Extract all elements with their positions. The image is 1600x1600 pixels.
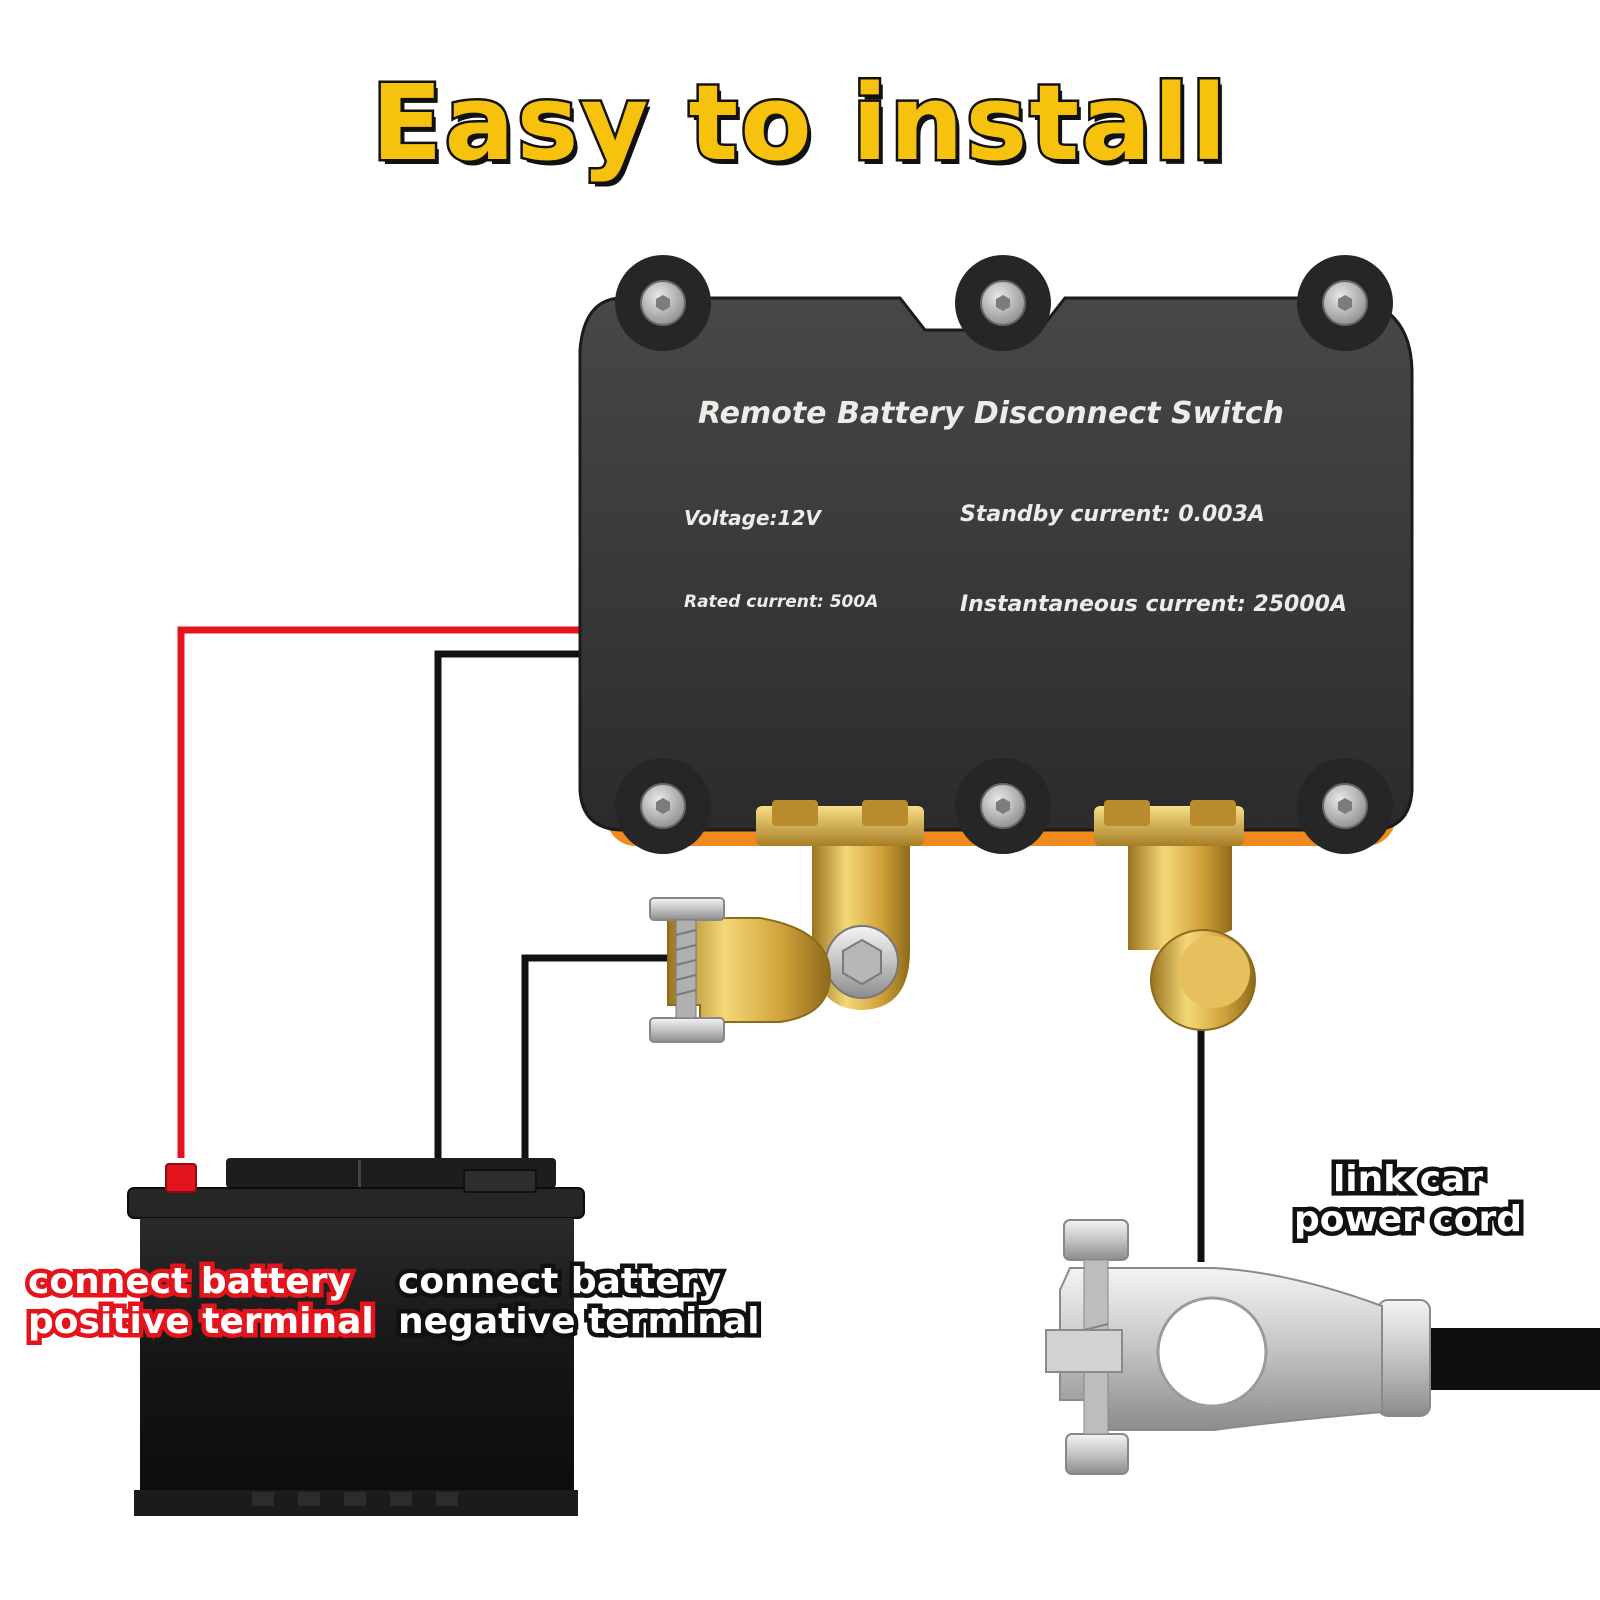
negative-wire-to-clamp xyxy=(521,954,672,1160)
power-cord-label: link car power cord xyxy=(1289,1155,1526,1245)
screw-icon xyxy=(1322,783,1368,829)
negative-label-line-1: connect battery xyxy=(394,1257,726,1307)
voltage-spec: Voltage:12V xyxy=(684,506,821,530)
negative-label-line-2: negative terminal xyxy=(394,1297,765,1347)
screw-icon xyxy=(1322,280,1368,326)
power-cord-label-line-1: link car xyxy=(1328,1155,1487,1205)
disconnect-switch xyxy=(578,255,1414,854)
switch-terminal-left xyxy=(756,800,924,1010)
standby-current-spec: Standby current: 0.003A xyxy=(960,502,1265,527)
car-battery-icon xyxy=(127,1158,585,1516)
battery-positive-post-icon xyxy=(165,1163,197,1193)
positive-wire xyxy=(177,626,580,1158)
switch-housing xyxy=(578,296,1414,832)
power-cord-label-line-2: power cord xyxy=(1289,1195,1526,1245)
battery-negative-post-icon xyxy=(463,1169,537,1193)
negative-terminal-label: connect battery negative terminal xyxy=(394,1257,765,1347)
screw-icon xyxy=(640,783,686,829)
positive-label-line-1: connect battery xyxy=(24,1257,356,1307)
instantaneous-current-spec: Instantaneous current: 25000A xyxy=(960,592,1347,617)
switch-name-label: Remote Battery Disconnect Switch xyxy=(698,396,1285,431)
switch-terminal-right xyxy=(1094,800,1256,1031)
positive-label-line-2: positive terminal xyxy=(24,1297,379,1347)
page-title: Easy to install xyxy=(369,60,1229,187)
rated-current-spec: Rated current: 500A xyxy=(684,592,879,612)
screw-icon-group xyxy=(640,280,1368,829)
car-power-cord-icon xyxy=(1045,1219,1600,1475)
screw-icon xyxy=(980,783,1026,829)
positive-terminal-label: connect battery positive terminal xyxy=(24,1257,379,1347)
screw-icon xyxy=(640,280,686,326)
screw-icon xyxy=(980,280,1026,326)
wiring xyxy=(177,626,1205,1262)
negative-wire-to-switch xyxy=(434,650,580,1160)
battery-clamp-icon xyxy=(649,897,832,1043)
